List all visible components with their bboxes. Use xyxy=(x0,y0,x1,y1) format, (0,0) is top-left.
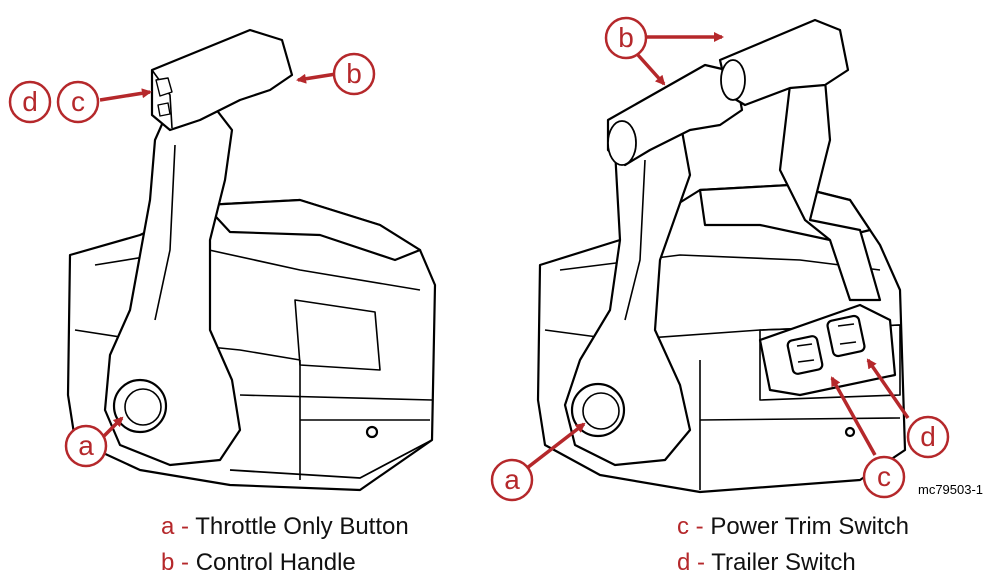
arrow-right-d xyxy=(866,358,910,419)
legend-item-b: b - Control Handle xyxy=(161,549,356,577)
callout-left-b: b xyxy=(346,58,362,89)
dual-lever-control xyxy=(536,18,907,494)
legend-item-a: a - Throttle Only Button xyxy=(161,513,409,541)
legend-sep-a: - xyxy=(174,513,196,540)
callout-circles: a b c d b a c d xyxy=(8,16,950,502)
legend-text-b: Control Handle xyxy=(195,549,356,576)
legend-letter-d: d xyxy=(677,549,691,576)
legend-item-d: d - Trailer Switch xyxy=(677,549,856,577)
arrow-left-b xyxy=(296,72,337,84)
right-back-lever xyxy=(778,78,882,302)
legend-sep-b: - xyxy=(174,549,196,576)
power-trim-switch xyxy=(786,335,824,375)
figure-id: mc79503-1 xyxy=(918,482,983,497)
arrow-right-a xyxy=(525,422,586,470)
legend-text-a: Throttle Only Button xyxy=(195,513,409,540)
legend-sep-c: - xyxy=(689,513,711,540)
left-handle-grip xyxy=(150,28,294,132)
legend-letter-c: c xyxy=(677,513,689,540)
legend-item-c: c - Power Trim Switch xyxy=(677,513,909,541)
arrow-left-dc xyxy=(99,88,152,102)
callout-right-a: a xyxy=(504,464,520,495)
legend-text-d: Trailer Switch xyxy=(711,549,856,576)
single-lever-control xyxy=(66,28,437,492)
left-lever-arm xyxy=(103,93,242,467)
left-housing-top xyxy=(203,198,422,262)
legend-letter-b: b xyxy=(161,549,175,576)
callout-right-c: c xyxy=(877,461,891,492)
arrow-right-c xyxy=(830,376,877,456)
right-lever-arm xyxy=(563,108,692,467)
trailer-switch xyxy=(826,314,866,358)
legend-text-c: Power Trim Switch xyxy=(710,513,910,540)
callout-arrows xyxy=(99,32,910,470)
arrow-left-a xyxy=(102,416,124,438)
callout-left-a: a xyxy=(78,430,94,461)
callout-right-d: d xyxy=(920,421,936,452)
legend-sep-d: - xyxy=(690,549,712,576)
callout-right-b: b xyxy=(618,22,634,53)
callout-left-c: c xyxy=(71,86,85,117)
legend-letter-a: a xyxy=(161,513,175,540)
arrow-right-b2 xyxy=(636,53,666,86)
callout-left-d: d xyxy=(22,86,38,117)
